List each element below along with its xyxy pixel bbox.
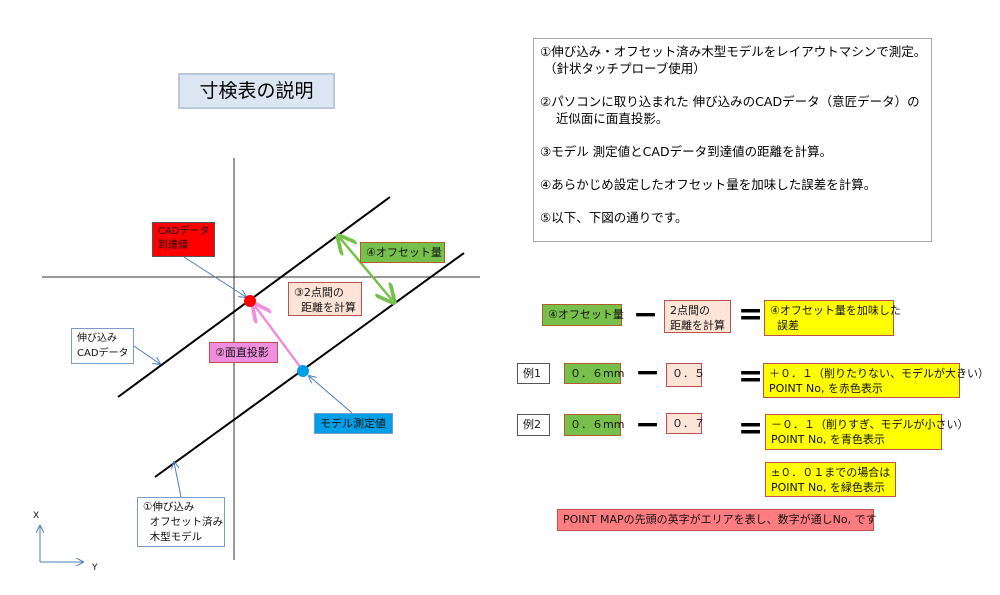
cad-reach-point (244, 295, 256, 307)
leader-cad-data (133, 345, 160, 364)
model-surface-line (154, 252, 465, 478)
page-title: 寸検表の説明 (178, 73, 335, 109)
minus-sign: − (635, 407, 661, 442)
example-2-result: －０．１（削りすぎ、モデルが小さい） POINT No, を青色表示 (765, 414, 968, 450)
point-map-note: POINT MAPの先頭の英字がエリアを表し、数字が通しNo, です (557, 509, 877, 531)
example-1-result: ＋０．１（削りたりない、モデルが大きい） POINT No, を赤色表示 (763, 363, 989, 398)
step-2: ②パソコンに取り込まれた 伸び込みのCADデータ（意匠データ）の 近似面に面直投… (540, 94, 920, 126)
leader-wood-model (174, 462, 182, 498)
example-2-label: 例2 (517, 414, 550, 436)
green-display-note: ±０．０１までの場合は POINT No, を緑色表示 (765, 462, 896, 497)
formula-result: ④オフセット量を加味した 誤差 (764, 300, 901, 336)
example-2-offset: ０．６mm (564, 414, 624, 436)
step-1: ①伸び込み・オフセット済み木型モデルをレイアウトマシンで測定。 （針状タッチプロ… (540, 44, 927, 76)
minus-sign: − (635, 355, 661, 390)
model-measure-label: モデル測定値 (314, 413, 393, 434)
model-measure-point (297, 365, 309, 377)
axis-x-label: X (33, 511, 40, 521)
step-4: ④あらかじめ設定したオフセット量を加味した誤差を計算。 (540, 177, 877, 192)
equals-sign: = (738, 359, 764, 394)
example-1-label: 例1 (517, 363, 550, 384)
offset-arrow (340, 238, 392, 300)
leader-cad-reach (183, 256, 246, 297)
leader-model-measure (309, 376, 353, 414)
offset-label: ④オフセット量 (360, 242, 445, 263)
formula-distance: 2点間の 距離を計算 (664, 300, 731, 333)
equals-sign: = (738, 411, 764, 446)
example-1-distance: ０．５ (666, 363, 705, 387)
wood-model-label: ①伸び込み オフセット済み 木型モデル (137, 497, 225, 547)
steps-panel: ①伸び込み・オフセット済み木型モデルをレイアウトマシンで測定。 （針状タッチプロ… (533, 38, 932, 242)
cad-reach-label: CADデータ 到達値 (152, 222, 215, 257)
example-2-distance: ０．７ (666, 413, 705, 434)
step-5: ⑤以下、下図の通りです。 (540, 210, 688, 225)
distance-label: ③2点間の 距離を計算 (288, 282, 362, 316)
projection-label: ②面直投影 (209, 342, 278, 363)
step-3: ③モデル 測定値とCADデータ到達値の距離を計算。 (540, 144, 833, 159)
equals-sign: = (738, 297, 764, 332)
axis-y-label: Y (92, 563, 98, 573)
cad-data-label: 伸び込み CADデータ (71, 328, 134, 364)
projection-arrow (255, 306, 303, 369)
formula-offset: ④オフセット量 (542, 304, 624, 326)
minus-sign: − (633, 297, 659, 332)
example-1-offset: ０．６mm (564, 363, 624, 384)
